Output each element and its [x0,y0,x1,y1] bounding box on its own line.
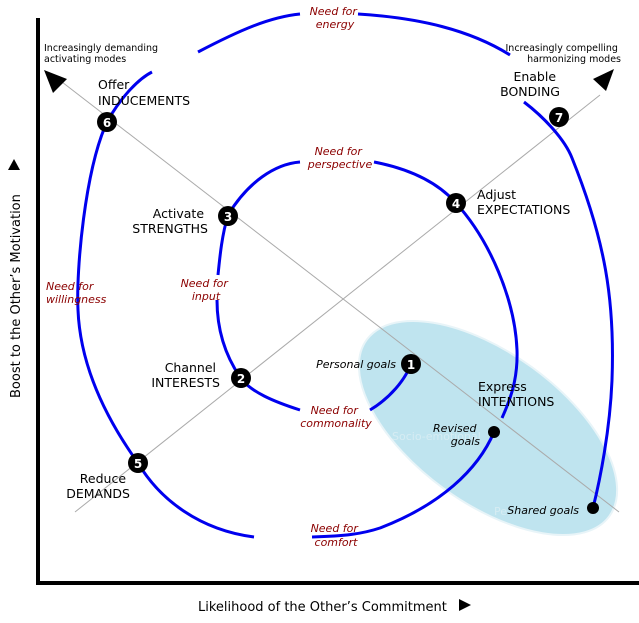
step-node-6: 6 [97,112,117,132]
activating-diagonal-line [61,81,620,513]
step-7-label: Enable BONDING [500,69,560,99]
harmonizing-diagonal-line [74,94,601,513]
activating-modes-label: Increasingly demanding activating modes [44,43,161,65]
step-3-label: Activate STRENGTHS [132,206,208,236]
watermark-socio: Socio-emotional [392,430,481,443]
x-axis-title: Likelihood of the Other’s Commitment [198,600,447,615]
need-perspective-label: Need for perspective [307,145,373,171]
svg-text:5: 5 [134,457,142,471]
step-node-3: 3 [218,206,238,226]
step-5-label: Reduce DEMANDS [66,471,130,501]
svg-text:3: 3 [224,210,232,224]
express-intentions-label: Express INTENTIONS [478,379,554,409]
step-6-label: Offer INDUCEMENTS [98,77,190,108]
svg-text:6: 6 [103,116,111,130]
shared-goals-dot [587,502,599,514]
revised-goals-dot [488,426,500,438]
revised-goals-label: Revised goals [433,422,480,448]
step-2-label: Channel INTERESTS [151,360,220,390]
need-willingness-label: Need for willingness [46,280,107,306]
personal-goals-label: Personal goals [316,358,396,371]
need-input-label: Need for input [181,277,232,303]
svg-text:7: 7 [555,111,563,125]
svg-text:4: 4 [452,197,460,211]
step-node-4: 4 [446,193,466,213]
goals-ellipse [357,319,619,537]
y-axis-title: Boost to the Other’s Motivation [9,194,24,398]
arrow-up-icon [8,159,20,170]
arrow-up-left-icon [44,70,67,93]
shared-goals-label: Shared goals [507,504,579,517]
harmonizing-modes-label: Increasingly compelling harmonizing mode… [506,43,622,65]
need-energy-label: Need for energy [310,5,361,31]
step-node-5: 5 [128,453,148,473]
watermark-per: Pe [494,505,507,518]
step-node-2: 2 [231,368,251,388]
need-comfort-label: Need for comfort [311,522,362,549]
step-4-label: Adjust EXPECTATIONS [477,187,570,217]
need-commonality-label: Need for commonality [300,404,372,430]
step-node-7: 7 [549,107,569,127]
arrow-up-right-icon [593,69,614,91]
step-node-1: 1 [401,354,421,374]
arrow-right-icon [459,599,471,611]
svg-text:1: 1 [407,358,415,372]
svg-text:2: 2 [237,372,245,386]
